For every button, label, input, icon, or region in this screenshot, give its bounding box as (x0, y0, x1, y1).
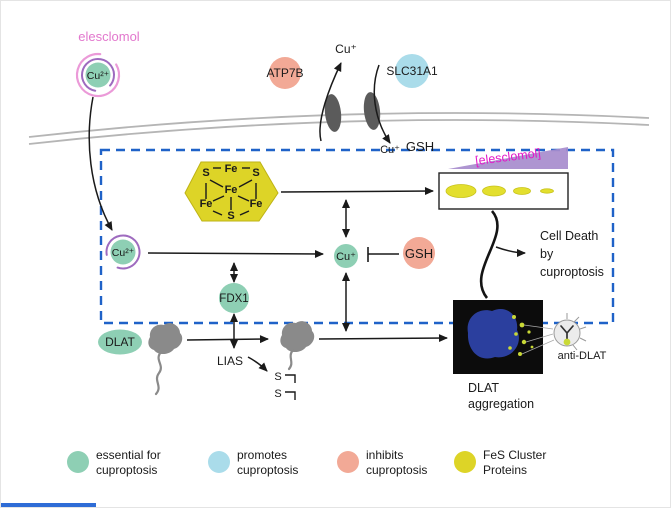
cell-death-caption: Cell Death by cuproptosis (540, 229, 604, 279)
cu2-internal-complex: Cu²⁺ (105, 234, 141, 270)
gel-band-2 (482, 185, 506, 197)
antibody-binding-lines (521, 324, 555, 355)
chelator-arc-icon (81, 58, 115, 92)
dlat-label: DLAT (105, 335, 135, 349)
fdx1-circle (219, 283, 249, 313)
slc31a1-transporter-icon (363, 92, 381, 130)
cell-death-line3: cuproptosis (540, 265, 604, 279)
cu1-label: Cu⁺ (336, 251, 356, 263)
fes-s-bottom: S (227, 210, 234, 222)
fes-gel-panel (438, 172, 569, 210)
complex-entry-arrow (88, 96, 113, 231)
atp7b-badge (269, 57, 301, 89)
elesclomol-label: elesclomol (78, 29, 140, 44)
lipoyl-arm-squiggle (287, 348, 295, 371)
anti-dlat-antibody-icon (553, 313, 587, 351)
lipoyl-s-lower-bond (285, 391, 296, 400)
fdx1-label: FDX1 (219, 293, 248, 305)
elesclomol-ring-icon (75, 52, 121, 98)
fes-s-top-left: S (202, 167, 209, 179)
cell-death-arrow (495, 246, 526, 257)
lipoyl-s-upper-bond (285, 374, 296, 383)
death-pathway-curve (479, 210, 499, 299)
cu2-complex-circle (85, 62, 111, 88)
legend-swatch-fes (454, 451, 476, 473)
legend-promotes-line2: cuproptosis (237, 463, 298, 477)
fes-bond-lines (205, 167, 257, 216)
bottom-edge-blue-artifact (1, 503, 96, 507)
aggregation-arrow (318, 334, 448, 343)
lias-label: LIAS (217, 354, 243, 368)
legend-swatch-promotes (208, 451, 230, 473)
gsh-label: GSH (405, 246, 433, 261)
fes-fe-bottom-left: Fe (200, 198, 213, 210)
legend-promotes-line1: promotes (237, 448, 287, 462)
cu2-internal-label: Cu²⁺ (112, 247, 134, 259)
cu-exported-label: Cu⁺ (335, 42, 357, 56)
aggregation-caption-line2: aggregation (468, 397, 534, 411)
legend-fes-line2: Proteins (483, 463, 527, 477)
cu-imported-label: Cu⁺ (380, 144, 400, 156)
dashed-focus-box (99, 148, 615, 325)
atp7b-transporter-icon (324, 94, 342, 132)
chelator-arc-icon (105, 234, 141, 270)
copper-import-arrow (373, 64, 391, 144)
gsh-circle (403, 237, 435, 269)
fes-fe-top: Fe (225, 163, 238, 175)
fes-cluster: S Fe S Fe Fe S Fe (184, 161, 279, 222)
lipoyl-s-lower-label: S (274, 388, 281, 400)
fes-cluster-shape (184, 161, 279, 222)
legend-fes-line1: FeS Cluster (483, 448, 546, 462)
legend-swatch-essential (67, 451, 89, 473)
elesclomol-copper-complex: elesclomol Cu²⁺ (75, 29, 140, 98)
slc31a1-badge (395, 54, 429, 88)
legend-essential-line2: cuproptosis (96, 463, 157, 477)
lipoyl-s-upper-label: S (274, 371, 281, 383)
legend-essential-line1: essential for (96, 448, 161, 462)
fes-fe-bottom-right: Fe (250, 198, 263, 210)
legend-inhibits-line1: inhibits (366, 448, 403, 462)
fluorophore-dot (563, 338, 571, 346)
cell-death-line1: Cell Death (540, 229, 598, 243)
cu1-circle (334, 244, 358, 268)
lias-to-lipoyl-arrow (247, 356, 268, 372)
gsh-membrane-label: GSH (406, 139, 434, 154)
dlat-tail-squiggle (154, 350, 163, 396)
anti-dlat-label: anti-DLAT (558, 350, 607, 362)
lipoylation-arrow (186, 335, 269, 344)
aggregate-blob (467, 308, 519, 359)
cu2-internal-circle (110, 239, 136, 265)
fluorescence-rays-icon (566, 313, 587, 351)
slc31a1-label: SLC31A1 (386, 64, 438, 78)
copper-export-arrow (319, 62, 342, 142)
atp7b-label: ATP7B (266, 66, 303, 80)
gel-band-4 (540, 188, 554, 194)
cu2-to-cu1-arrow (147, 249, 324, 258)
fes-fe-center: Fe (225, 184, 238, 196)
fes-to-gel-arrow (280, 187, 434, 196)
gel-band-1 (445, 184, 477, 198)
legend-swatch-inhibits (337, 451, 359, 473)
dlat-aggregation-panel (453, 300, 555, 374)
legend: essential for cuproptosis promotes cupro… (67, 448, 546, 477)
cell-death-line2: by (540, 247, 554, 261)
fluorescent-dots (508, 315, 534, 356)
elesclomol-gradient-wedge (448, 147, 568, 169)
gel-band-3 (513, 187, 531, 195)
aggregation-caption-line1: DLAT (468, 381, 499, 395)
legend-inhibits-line2: cuproptosis (366, 463, 427, 477)
cu2-complex-label: Cu²⁺ (87, 70, 109, 82)
fes-s-top-right: S (252, 167, 259, 179)
dlat-badge (98, 329, 142, 355)
